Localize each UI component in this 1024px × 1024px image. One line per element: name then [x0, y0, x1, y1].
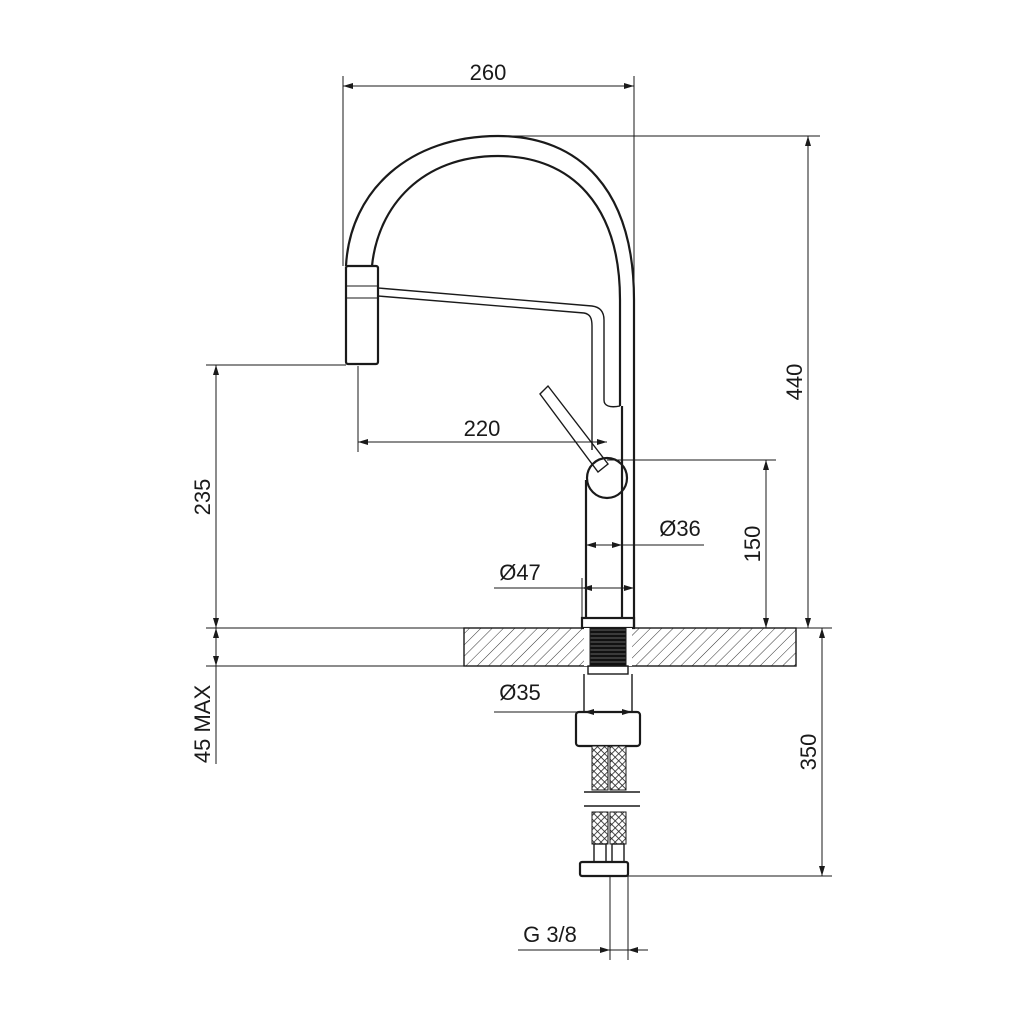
mounting-nut	[574, 710, 642, 748]
dim-hose-length: 350	[796, 734, 821, 771]
spray-head	[344, 264, 380, 366]
gooseneck-outer	[344, 134, 636, 628]
dim-spout-reach: 220	[464, 416, 501, 441]
dim-shank-diameter: Ø35	[499, 680, 541, 705]
dim-max-deck-thickness: 45 MAX	[190, 685, 215, 764]
braided-hose-right	[609, 745, 627, 791]
dimension-lines	[206, 76, 832, 960]
lever-handle	[539, 384, 609, 473]
gooseneck-inner	[370, 154, 622, 406]
dim-connection-thread: G 3/8	[523, 922, 577, 947]
dim-total-width: 260	[470, 60, 507, 85]
faucet-outline	[344, 134, 636, 630]
lever-hub	[585, 456, 629, 500]
hose-connector	[578, 860, 630, 878]
dim-lever-height: 150	[740, 526, 765, 563]
braided-hose-left	[591, 745, 609, 791]
pull-down-hose	[377, 287, 621, 408]
dim-base-diameter: Ø47	[499, 560, 541, 585]
dim-body-diameter: Ø36	[659, 516, 701, 541]
dim-total-height: 440	[782, 364, 807, 401]
threaded-shank	[589, 627, 627, 667]
under-counter-assembly	[574, 665, 642, 878]
dim-spout-height: 235	[190, 479, 215, 516]
